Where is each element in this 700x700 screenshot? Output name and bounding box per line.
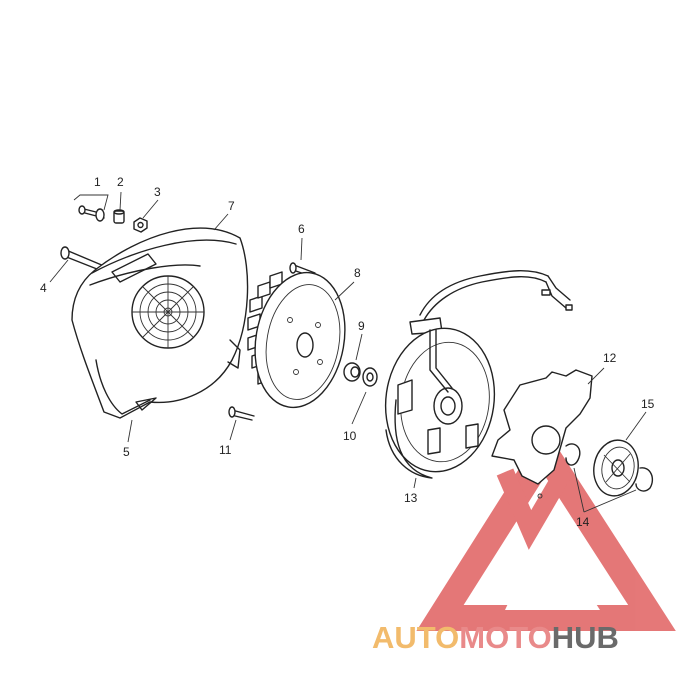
callout-1: 1 [94,175,101,189]
callout-4: 4 [40,281,47,295]
rotor-part-15 [593,439,639,497]
long-bolt-part-4 [60,246,105,272]
nut-part-3 [133,217,148,233]
watermark-logo [416,427,676,631]
callout-6: 6 [298,222,305,236]
callout-3: 3 [154,185,161,199]
watermark-auto: AUTO [372,620,459,655]
callout-13: 13 [404,491,418,505]
cover-plate-part-12 [491,369,593,499]
screw-part-1 [78,205,105,222]
callout-12: 12 [603,351,617,365]
watermark-moto: MOTO [459,620,551,655]
screw-part-11 [228,406,255,421]
cooling-fan-part-8 [247,271,346,409]
callout-14: 14 [576,515,590,529]
callout-7: 7 [228,199,235,213]
callout-15: 15 [641,397,655,411]
callout-5: 5 [123,445,130,459]
callout-8: 8 [354,266,361,280]
callout-10: 10 [343,429,357,443]
leader-lines [49,191,647,513]
circlip-part-14 [565,443,654,492]
callout-11: 11 [219,443,232,457]
washer-part-10 [362,367,378,387]
watermark-text: AUTOMOTOHUB [372,620,619,655]
fan-shroud-part-7 [71,227,249,419]
watermark-hub: HUB [552,620,619,655]
stator-part-13 [384,270,573,479]
callout-2: 2 [117,175,124,189]
callout-labels: 1 2 3 4 5 6 7 8 9 10 11 12 13 14 15 [40,175,655,529]
callout-9: 9 [358,319,365,333]
nut-part-9 [343,362,361,382]
spacer-part-2 [113,209,125,224]
